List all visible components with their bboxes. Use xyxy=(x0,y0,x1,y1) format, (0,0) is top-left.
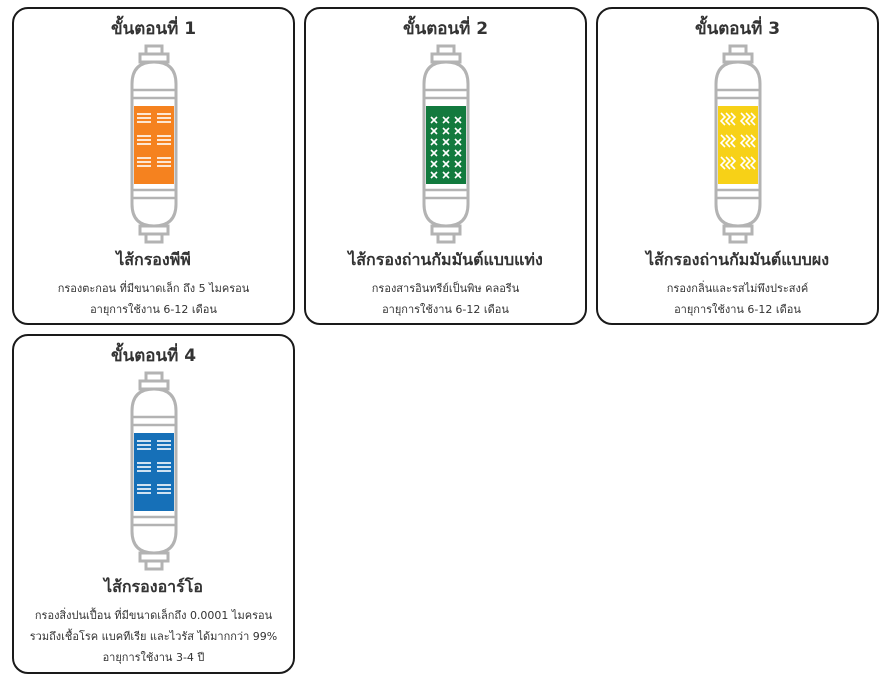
bottom-nozzle xyxy=(144,559,163,571)
filter-description: กรองตะกอน ที่มีขนาดเล็ก ถึง 5 ไมครอน อาย… xyxy=(18,278,289,320)
step-title: ขั้นตอนที่ 1 xyxy=(110,19,197,39)
media-cross xyxy=(429,160,438,168)
description-line: อายุการใช้งาน 6-12 เดือน xyxy=(382,303,509,316)
media-cross xyxy=(453,138,462,146)
media-wave xyxy=(739,134,746,148)
media-wave xyxy=(719,112,726,126)
description-line: กรองสิ่งปนเปื้อน ที่มีขนาดเล็กถึง 0.0001… xyxy=(34,609,273,622)
filter-media xyxy=(717,106,758,184)
description-line: กรองตะกอน ที่มีขนาดเล็ก ถึง 5 ไมครอน xyxy=(57,282,250,295)
step-card-3: ขั้นตอนที่ 3 ไส้กรองถ่านกัมมันต์แบบผง กร… xyxy=(596,7,879,325)
media-cross xyxy=(429,149,438,157)
media-wave xyxy=(749,134,756,148)
media-wave xyxy=(719,134,726,148)
description-line: อายุการใช้งาน 6-12 เดือน xyxy=(674,303,801,316)
bottom-nozzle xyxy=(436,232,455,244)
bottom-nozzle xyxy=(728,232,747,244)
step-card-1: ขั้นตอนที่ 1 ไส้กรองพีพี กรองตะกอน ที่มี… xyxy=(12,7,295,325)
media-wave xyxy=(744,156,751,170)
step-card-4: ขั้นตอนที่ 4 ไส้กรองอาร์โอ กรองสิ่งปนเปื… xyxy=(12,334,295,674)
media-cross xyxy=(453,160,462,168)
media-wave xyxy=(749,156,756,170)
media-wave xyxy=(744,112,751,126)
step-title: ขั้นตอนที่ 3 xyxy=(694,19,781,39)
step-title: ขั้นตอนที่ 4 xyxy=(110,346,197,366)
media-wave xyxy=(739,112,746,126)
filter-name: ไส้กรองอาร์โอ xyxy=(104,577,203,596)
filter-name: ไส้กรองพีพี xyxy=(116,250,191,269)
filter-description: กรองกลิ่นและรสไม่พึงประสงค์ อายุการใช้งา… xyxy=(602,278,873,320)
media-cross xyxy=(429,127,438,135)
media-cross xyxy=(453,127,462,135)
step-card-2: ขั้นตอนที่ 2 ไส้กรองถ่านกัมมันต์แบบแท่ง … xyxy=(304,7,587,325)
description-line: กรองสารอินทรีย์เป็นพิษ คลอรีน xyxy=(371,282,520,295)
description-line: รวมถึงเชื้อโรค แบคทีเรีย และไวรัส ได้มาก… xyxy=(29,630,278,643)
media-wave xyxy=(739,156,746,170)
description-line: กรองกลิ่นและรสไม่พึงประสงค์ xyxy=(666,282,809,295)
description-line: อายุการใช้งาน 6-12 เดือน xyxy=(90,303,217,316)
media-wave xyxy=(729,112,736,126)
media-wave xyxy=(749,112,756,126)
media-wave xyxy=(724,112,731,126)
granular-carbon-filter-cartridge-icon xyxy=(714,44,761,244)
media-cross xyxy=(441,149,450,157)
media-pattern xyxy=(719,112,756,170)
media-cross xyxy=(441,138,450,146)
media-wave xyxy=(729,156,736,170)
media-pattern xyxy=(429,116,462,179)
ro-membrane-filter-cartridge-icon xyxy=(130,371,177,571)
filter-media xyxy=(133,106,174,184)
filter-media xyxy=(133,433,174,511)
media-cross xyxy=(441,116,450,124)
filter-name: ไส้กรองถ่านกัมมันต์แบบผง xyxy=(645,250,830,269)
media-cross xyxy=(453,149,462,157)
step-title: ขั้นตอนที่ 2 xyxy=(402,19,489,39)
media-cross xyxy=(441,127,450,135)
carbon-block-filter-cartridge-icon xyxy=(422,44,469,244)
media-cross xyxy=(429,116,438,124)
pp-filter-cartridge-icon xyxy=(130,44,177,244)
media-cross xyxy=(441,171,450,179)
media-cross xyxy=(453,116,462,124)
media-cross xyxy=(441,160,450,168)
media-wave xyxy=(744,134,751,148)
media-wave xyxy=(719,156,726,170)
media-wave xyxy=(729,134,736,148)
media-wave xyxy=(724,134,731,148)
filter-name: ไส้กรองถ่านกัมมันต์แบบแท่ง xyxy=(348,250,543,269)
media-pattern xyxy=(136,113,171,167)
filter-description: กรองสิ่งปนเปื้อน ที่มีขนาดเล็กถึง 0.0001… xyxy=(18,605,289,668)
filter-description: กรองสารอินทรีย์เป็นพิษ คลอรีน อายุการใช้… xyxy=(310,278,581,320)
media-cross xyxy=(429,138,438,146)
bottom-nozzle xyxy=(144,232,163,244)
description-line: อายุการใช้งาน 3-4 ปี xyxy=(102,651,205,664)
media-cross xyxy=(453,171,462,179)
media-pattern xyxy=(136,440,171,494)
media-cross xyxy=(429,171,438,179)
media-wave xyxy=(724,156,731,170)
